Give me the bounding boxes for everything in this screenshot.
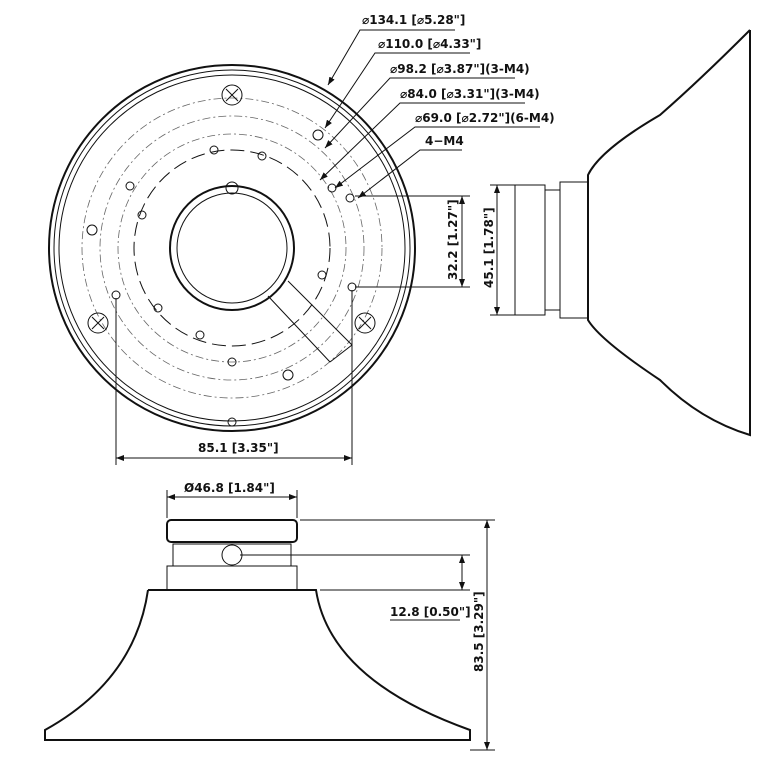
front-view: Ø46.8 [1.84"] 12.8 [0.50"] 83.5 [3.29"] [44,481,495,751]
callout-4m4: 4−M4 [425,134,464,148]
screw-icon [87,84,376,334]
side-view: 45.1 [1.78"] [482,29,751,437]
height-dimension: 32.2 [1.27"] [446,199,460,280]
callout-69: ⌀69.0 [⌀2.72"](6-M4) [415,111,555,125]
callout-98: ⌀98.2 [⌀3.87"](3-M4) [390,62,530,76]
cable-slot [267,280,353,363]
side-height-dimension: 45.1 [1.78"] [482,207,496,288]
callout-110: ⌀110.0 [⌀4.33"] [378,37,481,51]
callout-outer-diameter: ⌀134.1 [⌀5.28"] [362,13,465,27]
offset-dimension: 12.8 [0.50"] [390,605,471,619]
callout-84: ⌀84.0 [⌀3.31"](3-M4) [400,87,540,101]
diameter-dimension: Ø46.8 [1.84"] [184,481,275,495]
top-view: ⌀134.1 [⌀5.28"] ⌀110.0 [⌀4.33"] ⌀98.2 [⌀… [48,13,555,465]
total-height-dimension: 83.5 [3.29"] [472,591,486,672]
width-dimension: 85.1 [3.35"] [198,441,279,455]
mounting-holes [86,129,357,427]
